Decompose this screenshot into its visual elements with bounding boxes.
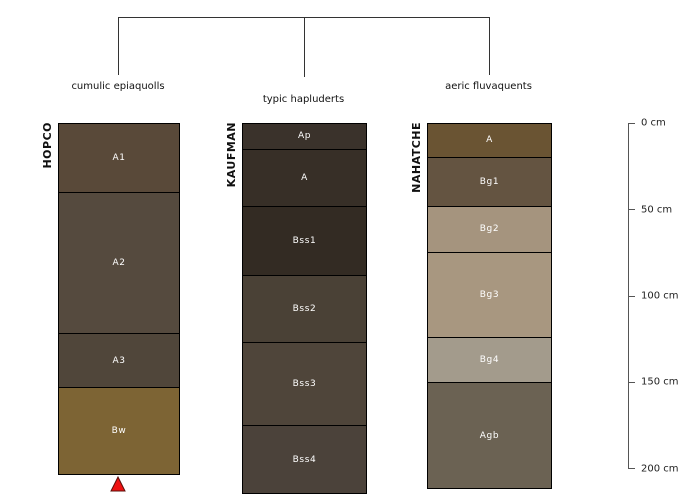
horizon-nahatche-bg3: Bg3 <box>428 253 551 338</box>
depth-axis-tick-label: 200 cm <box>641 463 679 475</box>
horizon-label: Bg3 <box>479 290 500 301</box>
horizon-hopco-a2: A2 <box>59 192 179 335</box>
horizon-nahatche-a: A <box>428 123 551 159</box>
horizon-label: Ap <box>297 131 312 142</box>
horizon-nahatche-agb: Agb <box>428 382 551 489</box>
horizon-label: A3 <box>112 355 126 366</box>
horizon-kaufman-bss3: Bss3 <box>243 343 366 427</box>
horizon-label: Bss1 <box>292 235 317 246</box>
horizon-label: Bg4 <box>479 354 500 365</box>
profile-id-hopco: HOPCO <box>41 121 54 169</box>
horizon-hopco-bw: Bw <box>59 388 179 475</box>
horizon-kaufman-ap: Ap <box>243 123 366 150</box>
dendrogram-leaf-line <box>488 17 490 75</box>
horizon-kaufman-bss2: Bss2 <box>243 275 366 344</box>
depth-axis-tick-label: 150 cm <box>641 376 679 388</box>
group-label-0: cumulic epiaquolls <box>71 81 165 92</box>
horizon-label: Bg2 <box>479 224 500 235</box>
horizon-nahatche-bg4: Bg4 <box>428 337 551 383</box>
depth-axis-tick <box>628 381 635 383</box>
truncation-marker-icon <box>110 475 126 492</box>
horizon-label: A1 <box>112 152 126 163</box>
depth-axis-tick-label: 50 cm <box>641 204 673 216</box>
horizon-nahatche-bg1: Bg1 <box>428 158 551 207</box>
horizon-label: A <box>486 135 493 146</box>
profile-id-nahatche: NAHATCHE <box>410 121 423 193</box>
horizon-label: A2 <box>112 258 126 269</box>
horizon-label: Bg1 <box>479 176 500 187</box>
horizon-label: A <box>301 172 308 183</box>
horizon-nahatche-bg2: Bg2 <box>428 206 551 254</box>
horizon-label: Bss4 <box>292 454 317 465</box>
horizon-label: Bss3 <box>292 379 317 390</box>
group-label-1: typic hapluderts <box>262 94 345 105</box>
horizon-kaufman-bss1: Bss1 <box>243 206 366 276</box>
depth-axis-tick <box>628 468 635 470</box>
depth-axis-tick-label: 0 cm <box>641 117 666 129</box>
dendrogram-top-line <box>118 17 489 18</box>
dendrogram-leaf-line <box>303 17 305 77</box>
depth-axis-line <box>628 122 629 469</box>
horizon-kaufman-a: A <box>243 149 366 207</box>
profile-id-kaufman: KAUFMAN <box>225 121 238 187</box>
depth-axis-tick <box>628 209 635 211</box>
depth-axis-tick-label: 100 cm <box>641 290 679 302</box>
depth-axis-tick <box>628 295 635 297</box>
horizon-label: Bss2 <box>292 303 317 314</box>
horizon-label: Bw <box>111 426 127 437</box>
horizon-hopco-a1: A1 <box>59 123 179 193</box>
dendrogram-leaf-line <box>118 17 119 75</box>
depth-axis-tick <box>628 122 635 124</box>
group-label-2: aeric fluvaquents <box>445 81 532 92</box>
horizon-label: Agb <box>479 430 500 441</box>
horizon-hopco-a3: A3 <box>59 334 179 389</box>
horizon-kaufman-bss4: Bss4 <box>243 426 366 494</box>
